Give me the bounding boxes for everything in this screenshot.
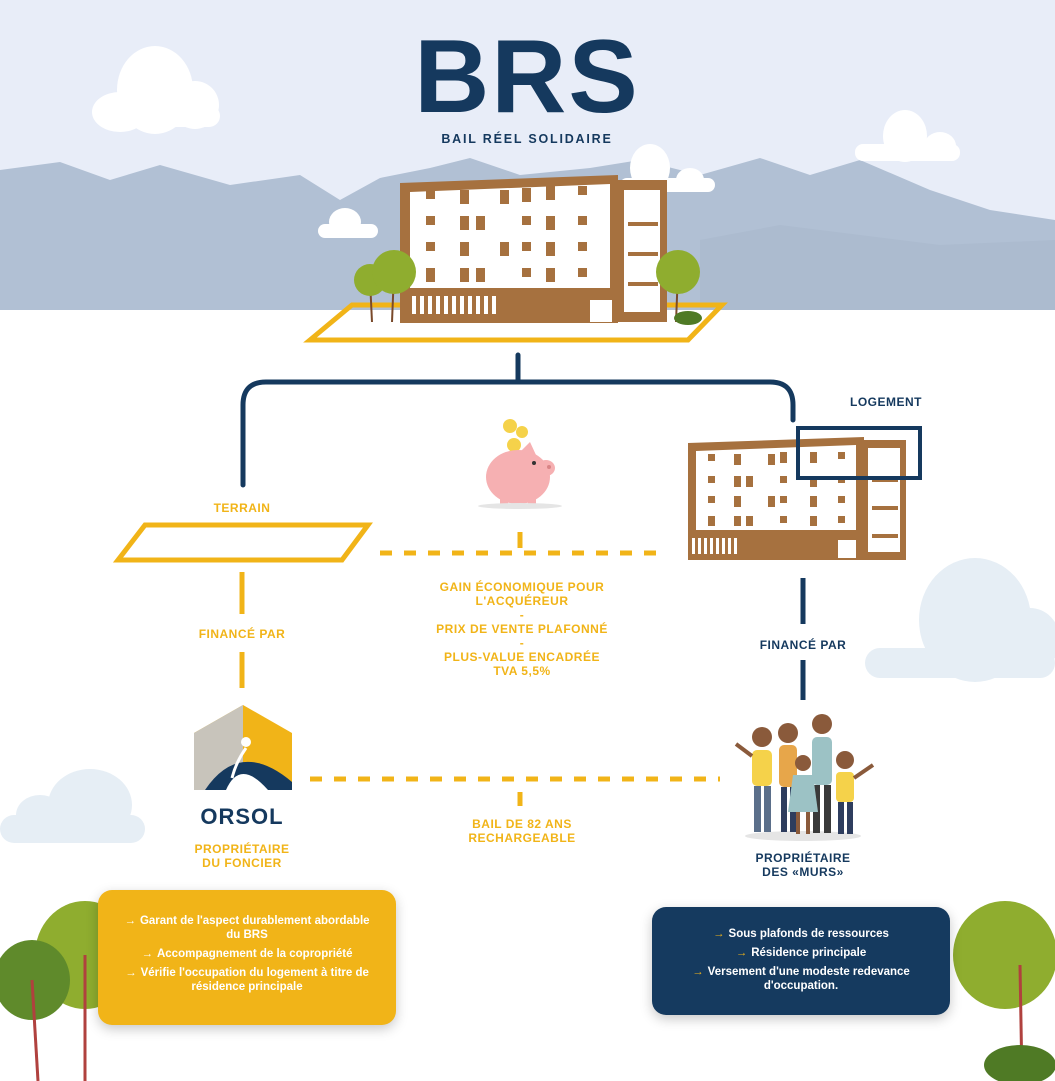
bail-line: BAIL DE 82 ANS bbox=[472, 817, 572, 831]
orsol-responsibilities-list: →Garant de l'aspect durablement abordabl… bbox=[116, 914, 378, 994]
arrow-right-icon: → bbox=[124, 915, 136, 927]
cloud-small-icon bbox=[318, 208, 378, 238]
arrow-right-icon: → bbox=[735, 947, 748, 959]
owner-role-line: PROPRIÉTAIRE bbox=[755, 851, 851, 865]
orsol-role-text: PROPRIÉTAIRE DU FONCIER bbox=[162, 842, 322, 870]
arrow-right-icon: → bbox=[125, 967, 137, 979]
owner-conditions-list: →Sous plafonds de ressources →Résidence … bbox=[670, 927, 932, 993]
logement-highlight-box bbox=[796, 426, 922, 480]
orsol-role-line: PROPRIÉTAIRE bbox=[194, 842, 290, 856]
financed-by-right-label: FINANCÉ PAR bbox=[759, 638, 847, 652]
orsol-role-line: DU FONCIER bbox=[202, 856, 282, 870]
bail-line: RECHARGEABLE bbox=[468, 831, 576, 845]
owner-conditions-card: →Sous plafonds de ressources →Résidence … bbox=[652, 907, 950, 1015]
cloud-mid-right-icon bbox=[865, 558, 1055, 682]
orsol-responsibilities-card: →Garant de l'aspect durablement abordabl… bbox=[98, 890, 396, 1025]
benefits-line: GAIN ÉCONOMIQUE POUR bbox=[439, 580, 605, 594]
benefits-separator: - bbox=[519, 608, 525, 622]
owner-role-line: DES «MURS» bbox=[762, 865, 844, 879]
list-item: →Garant de l'aspect durablement abordabl… bbox=[124, 915, 370, 941]
benefits-line: TVA 5,5% bbox=[493, 664, 551, 678]
benefits-separator: - bbox=[519, 636, 525, 650]
benefits-text: GAIN ÉCONOMIQUE POUR L'ACQUÉREUR - PRIX … bbox=[402, 580, 642, 678]
logement-label: LOGEMENT bbox=[850, 395, 922, 409]
family-icon bbox=[734, 714, 875, 841]
list-item: →Sous plafonds de ressources bbox=[713, 928, 889, 940]
orsol-logo-icon bbox=[194, 705, 292, 790]
financed-by-left-label: FINANCÉ PAR bbox=[198, 627, 286, 641]
benefits-line: PLUS-VALUE ENCADRÉE bbox=[444, 650, 600, 664]
arrow-right-icon: → bbox=[692, 966, 704, 978]
benefits-line: PRIX DE VENTE PLAFONNÉ bbox=[436, 622, 608, 636]
list-item: →Vérifie l'occupation du logement à titr… bbox=[125, 967, 369, 993]
list-item: →Résidence principale bbox=[735, 947, 867, 959]
arrow-right-icon: → bbox=[713, 928, 725, 940]
terrain-shape bbox=[112, 522, 373, 563]
page-title: BRS bbox=[414, 19, 640, 135]
benefits-line: L'ACQUÉREUR bbox=[475, 594, 569, 608]
mountain-foreground bbox=[700, 225, 1055, 310]
cloud-left-icon bbox=[92, 46, 220, 134]
logement-building-icon bbox=[688, 426, 922, 560]
list-item: →Accompagnement de la copropriété bbox=[141, 948, 353, 960]
tree-bottom-right-icon bbox=[953, 901, 1055, 1081]
top-building-icon bbox=[303, 175, 728, 343]
arrow-right-icon: → bbox=[141, 948, 153, 960]
connector-top bbox=[240, 352, 796, 488]
list-item: →Versement d'une modeste redevance d'occ… bbox=[692, 966, 910, 992]
cloud-right-icon bbox=[855, 110, 960, 162]
cloud-bottom-left-icon bbox=[0, 769, 145, 843]
owner-role-text: PROPRIÉTAIRE DES «MURS» bbox=[723, 851, 883, 879]
piggy-bank-icon bbox=[478, 419, 562, 509]
bail-text: BAIL DE 82 ANS RECHARGEABLE bbox=[402, 817, 642, 845]
orsol-logo-text: ORSOL bbox=[200, 804, 284, 829]
terrain-label: TERRAIN bbox=[213, 501, 271, 515]
page-subtitle: BAIL RÉEL SOLIDAIRE bbox=[441, 132, 613, 146]
